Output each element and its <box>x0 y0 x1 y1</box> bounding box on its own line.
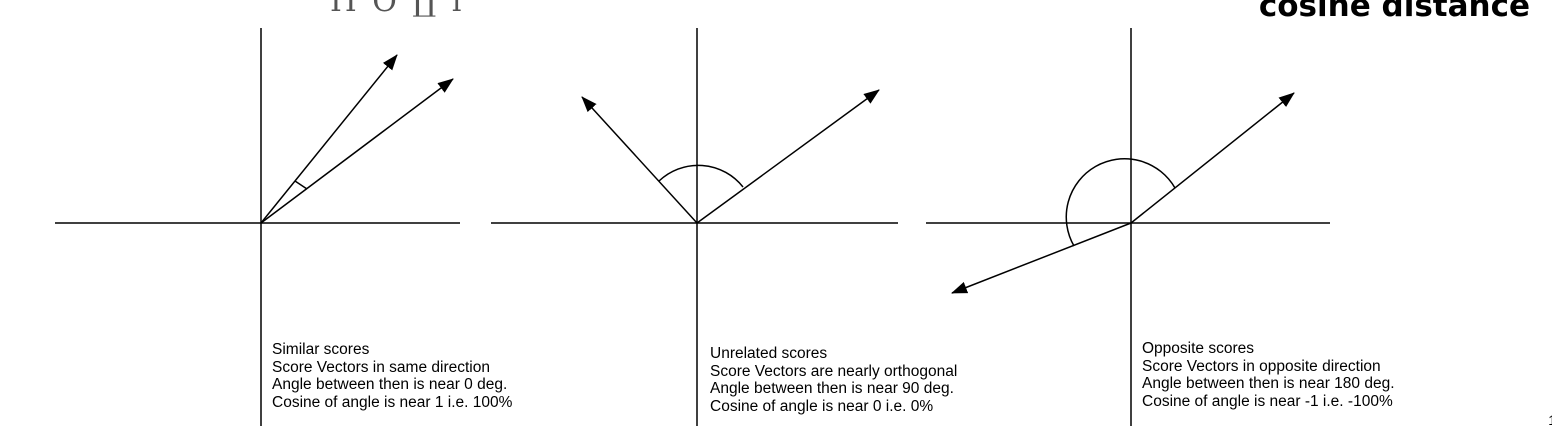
caption-line: Unrelated scores <box>710 345 828 362</box>
panel-similar <box>55 28 460 426</box>
vector-a <box>1130 92 1295 224</box>
vector-b <box>260 78 454 224</box>
caption-line: Cosine of angle is near -1 i.e. -100% <box>1142 392 1393 410</box>
page-number: 1 <box>1548 412 1552 428</box>
partial-logo: ΙΙ Ο ∐ ı <box>330 0 465 19</box>
vector-b <box>696 89 880 224</box>
slide-title: cosine distance <box>1258 0 1530 24</box>
angle-arc <box>294 180 308 190</box>
angle-arc <box>1065 158 1176 247</box>
panel-unrelated <box>491 28 898 426</box>
caption-line: Score Vectors in opposite direction <box>1142 357 1381 375</box>
caption-opposite: Opposite scores Score Vectors in opposit… <box>1142 340 1395 410</box>
caption-line: Opposite scores <box>1142 340 1254 357</box>
vector-a <box>260 54 398 224</box>
caption-line: Score Vectors are nearly orthogonal <box>710 362 958 380</box>
caption-line: Angle between then is near 180 deg. <box>1142 375 1395 392</box>
panel-opposite <box>926 28 1330 426</box>
vector-a <box>581 96 698 224</box>
caption-line: Score Vectors in same direction <box>272 358 490 376</box>
angle-arc <box>658 164 744 188</box>
vector-b <box>951 222 1132 294</box>
caption-line: Cosine of angle is near 0 i.e. 0% <box>710 397 934 415</box>
caption-line: Cosine of angle is near 1 i.e. 100% <box>272 393 513 411</box>
caption-unrelated: Unrelated scores Score Vectors are nearl… <box>710 345 957 415</box>
caption-line: Similar scores <box>272 341 370 358</box>
caption-similar: Similar scores Score Vectors in same dir… <box>272 341 512 411</box>
caption-line: Angle between then is near 90 deg. <box>710 380 954 397</box>
caption-line: Angle between then is near 0 deg. <box>272 376 508 393</box>
